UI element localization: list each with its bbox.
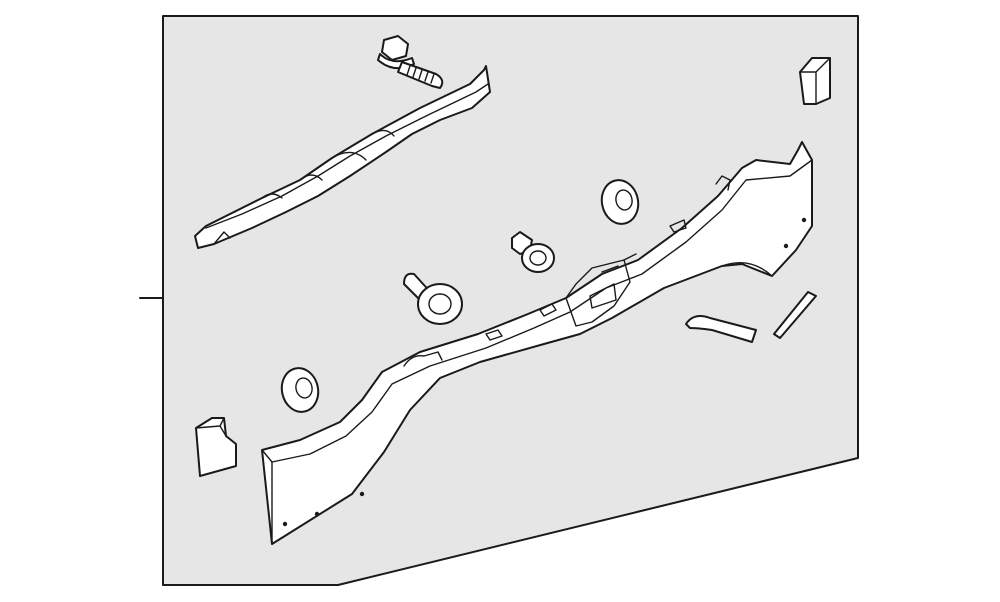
retainer-washer-lower xyxy=(280,367,320,413)
retainer-grommet xyxy=(403,272,463,325)
energy-absorber-block xyxy=(799,57,831,105)
reinforcement-bracket xyxy=(194,65,491,249)
bumper-cover xyxy=(261,141,813,545)
flange-bolt xyxy=(377,35,444,89)
guide-strip xyxy=(685,315,757,343)
push-pin-clip xyxy=(511,231,555,273)
deflector-strip xyxy=(773,291,817,339)
side-filler-block xyxy=(195,417,237,477)
retainer-washer-upper xyxy=(600,179,640,225)
